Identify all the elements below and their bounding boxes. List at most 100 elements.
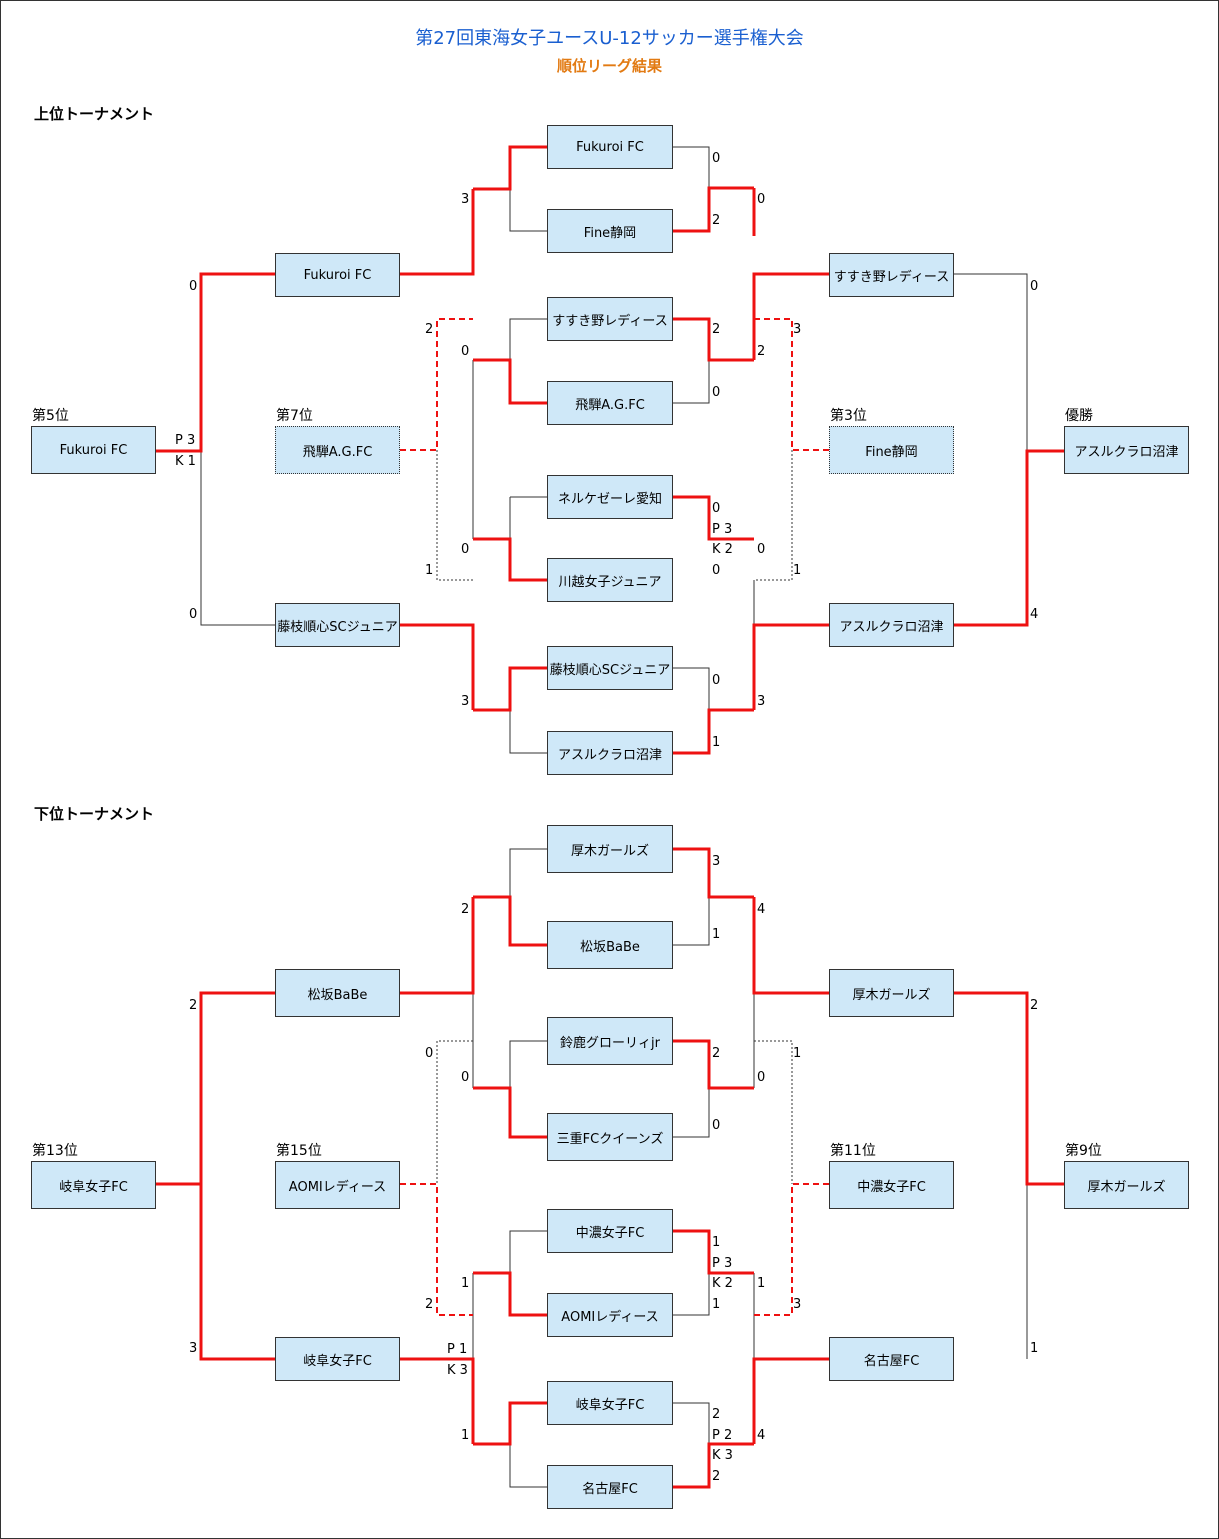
lower-score-s1b: 0: [461, 1070, 470, 1085]
upper-score-s3a: 0: [757, 192, 766, 207]
lower-score-c15a: 0: [425, 1046, 434, 1061]
lower-line-l6: [673, 1273, 710, 1316]
lower-score-m2b: 0: [712, 1118, 721, 1133]
upper-win-sr1: [752, 188, 829, 360]
upper-team-l1: Fukuroi FC: [547, 125, 673, 169]
lower-dotted-l: [436, 1040, 473, 1184]
upper-line-final-right: [954, 273, 1028, 451]
upper-win-sl2: [400, 623, 475, 710]
upper-score-s3b: 2: [757, 344, 766, 359]
upper-line-m2-bottom: [673, 360, 710, 404]
upper-line-m3-top: [509, 496, 548, 539]
upper-team-l5: ネルケゼーレ愛知: [547, 475, 673, 519]
upper-win-m2: [673, 317, 754, 362]
upper-win-l6: [473, 537, 548, 582]
lower-win-l4: [473, 1086, 548, 1139]
lower-line-l3: [509, 1040, 548, 1088]
lower-win-p13: [156, 991, 276, 1361]
lower-win-sl2: [400, 1357, 475, 1444]
lower-win-final: [954, 991, 1064, 1186]
lower-score-m3a: 1: [712, 1235, 721, 1250]
upper-score-f5a: 0: [189, 279, 198, 294]
lower-win-m1: [673, 847, 754, 899]
upper-score-s4b: 3: [757, 694, 766, 709]
upper-score-m1b: 2: [712, 213, 721, 228]
upper-win-l1: [473, 145, 548, 191]
lower-score-s4b: 4: [757, 1428, 766, 1443]
upper-score-m3kk: K 2: [712, 542, 733, 557]
lower-win-sr2: [752, 1357, 829, 1444]
upper-line-l1-bottom: [509, 189, 548, 232]
lower-score-f9b: 1: [1030, 1341, 1039, 1356]
upper-dotted-r: [754, 450, 793, 581]
lower-dash-r: [754, 1183, 829, 1316]
upper-score-s2a: 0: [461, 542, 470, 557]
upper-line-l3-top: [509, 318, 548, 360]
upper-win-sl1: [400, 189, 475, 276]
upper-score-m4b: 1: [712, 735, 721, 750]
upper-score-s1a: 3: [461, 192, 470, 207]
lower-win-m3: [673, 1229, 754, 1275]
upper-rank-p5: 第5位: [32, 408, 69, 424]
upper-score-f5pk: P 3: [175, 433, 196, 448]
upper-line-m1-top: [673, 146, 710, 188]
lower-win-l6: [473, 1271, 548, 1317]
lower-score-s2a: 1: [461, 1276, 470, 1291]
lower-section-label: 下位トーナメント: [34, 805, 155, 823]
lower-score-s3a: 4: [757, 902, 766, 917]
lower-win-sr1: [752, 897, 829, 995]
upper-section-label: 上位トーナメント: [34, 105, 155, 123]
upper-team-l8: アスルクラロ沼津: [547, 731, 673, 775]
upper-line-m4-top: [673, 667, 710, 710]
lower-dash-l: [400, 1183, 473, 1316]
lower-score-f9a: 2: [1030, 998, 1039, 1013]
lower-score-s2kk: K 3: [447, 1363, 468, 1378]
lower-team-l2: 松坂BaBe: [547, 921, 673, 969]
upper-rank-p7: 第7位: [276, 408, 313, 424]
upper-score-m3b: 0: [712, 563, 721, 578]
upper-win-final: [954, 449, 1064, 627]
upper-win-sr2: [752, 623, 829, 710]
upper-score-m3pk: P 3: [712, 522, 733, 537]
lower-score-s4a: 1: [757, 1276, 766, 1291]
upper-score-m4a: 0: [712, 673, 721, 688]
upper-score-f5kk: K 1: [175, 454, 196, 469]
lower-team-l8: 名古屋FC: [547, 1465, 673, 1509]
lower-score-m3pk: P 3: [712, 1256, 733, 1271]
upper-team-p5: Fukuroi FC: [31, 426, 156, 474]
lower-line-l2: [673, 897, 710, 946]
lower-team-p15: AOMIレディース: [275, 1161, 400, 1209]
upper-score-s1b: 0: [461, 344, 470, 359]
lower-team-l6: AOMIレディース: [547, 1293, 673, 1337]
upper-score-m2a: 2: [712, 322, 721, 337]
lower-team-p11: 中濃女子FC: [829, 1161, 954, 1209]
upper-win-m3: [673, 495, 754, 541]
lower-win-l7: [473, 1401, 548, 1446]
upper-line-l8-bottom: [509, 710, 548, 754]
upper-score-f5b: 0: [189, 607, 198, 622]
lower-team-p9: 厚木ガールズ: [1064, 1161, 1189, 1209]
upper-team-qr2: アスルクラロ沼津: [829, 603, 954, 647]
upper-team-qr1: すすき野レディース: [829, 253, 954, 297]
dashed-win-lines: [400, 318, 829, 1316]
upper-team-ql2: 藤枝順心SCジュニア: [275, 603, 400, 647]
upper-score-f1a: 0: [1030, 279, 1039, 294]
lower-team-qr2: 名古屋FC: [829, 1337, 954, 1381]
upper-win-m1: [673, 186, 754, 233]
lower-score-s2b: 1: [461, 1428, 470, 1443]
lower-rank-p9: 第9位: [1065, 1143, 1102, 1159]
upper-score-s2b: 3: [461, 694, 470, 709]
upper-score-c5a: 2: [425, 322, 434, 337]
lower-team-l5: 中濃女子FC: [547, 1209, 673, 1253]
lower-score-m2a: 2: [712, 1046, 721, 1061]
lower-score-m4b: 2: [712, 1469, 721, 1484]
upper-rank-p1: 優勝: [1065, 408, 1093, 424]
lower-team-l3: 鈴鹿グローリィjr: [547, 1017, 673, 1065]
lower-rank-p11: 第11位: [830, 1143, 876, 1159]
lower-score-f13b: 3: [189, 1341, 198, 1356]
lower-dotted-r: [754, 1040, 793, 1184]
upper-team-l7: 藤枝順心SCジュニア: [547, 646, 673, 690]
upper-team-l6: 川越女子ジュニア: [547, 558, 673, 602]
upper-score-c5b: 1: [425, 563, 434, 578]
